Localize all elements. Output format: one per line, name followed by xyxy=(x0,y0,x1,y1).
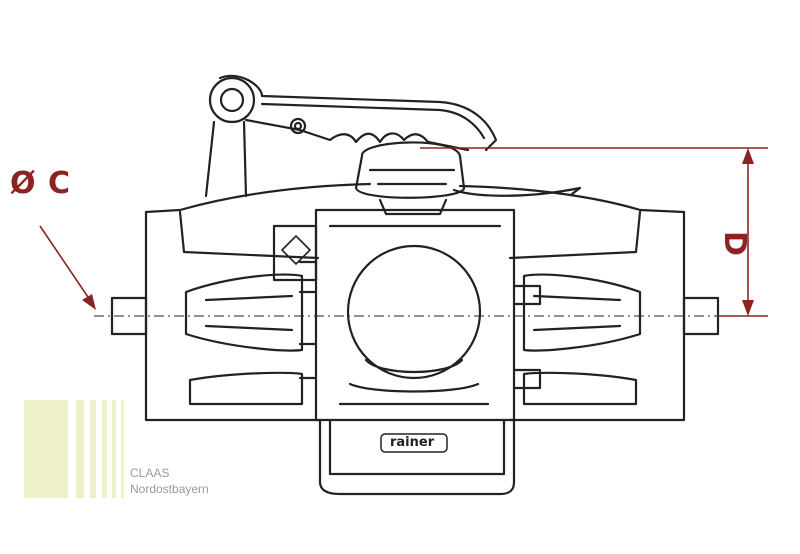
warning-sticker xyxy=(281,235,311,265)
top-knob xyxy=(354,141,466,216)
watermark-company: CLAAS xyxy=(130,466,170,480)
lower-plate xyxy=(318,418,516,496)
dimension-d-arrow-top xyxy=(742,148,754,164)
lever-handle xyxy=(204,74,498,198)
center-housing xyxy=(272,208,542,422)
ribs-right xyxy=(522,273,642,406)
brand-name: rainer xyxy=(390,435,435,450)
dimension-c-arrow xyxy=(82,294,96,310)
watermark-logo xyxy=(24,400,126,498)
dimension-c-leader xyxy=(39,225,91,301)
watermark-region: Nordostbayern xyxy=(130,482,209,496)
dimension-d-label: D xyxy=(716,231,752,256)
diameter-c-label: Ø C xyxy=(10,166,71,201)
coupling-ball xyxy=(338,244,490,406)
ribs-left xyxy=(184,273,304,406)
brand-plate xyxy=(380,433,448,453)
body-housing xyxy=(144,182,686,422)
dimension-d-arrow-bottom xyxy=(742,300,754,316)
